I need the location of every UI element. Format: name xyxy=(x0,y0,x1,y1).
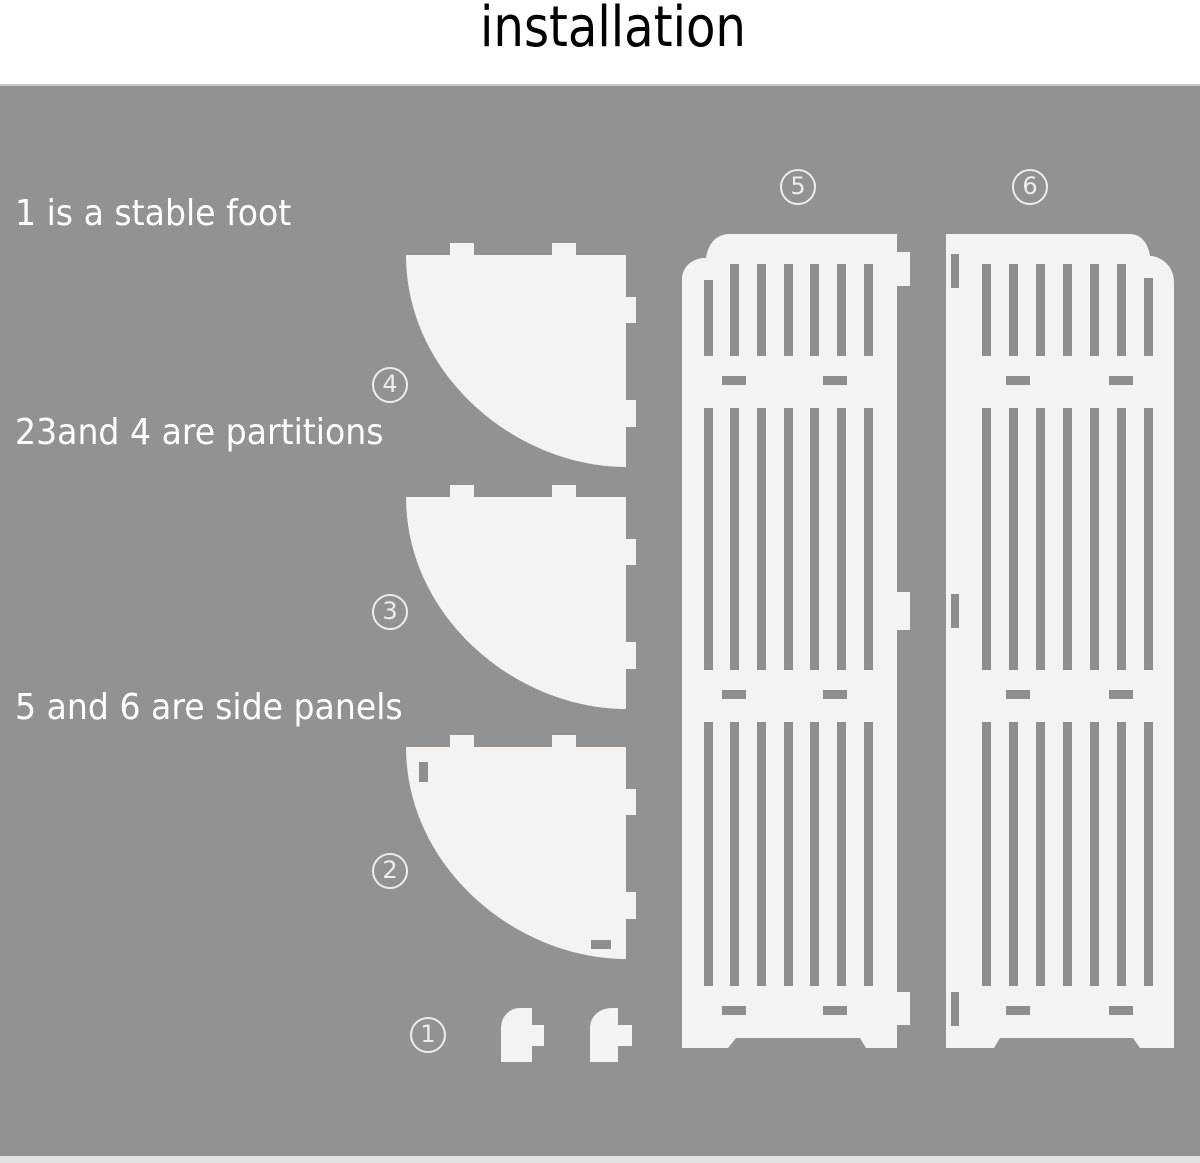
stable-foot-1 xyxy=(501,1008,544,1062)
partition-3 xyxy=(406,485,636,709)
partition-4 xyxy=(406,243,636,467)
part-number-6: 6 xyxy=(1012,169,1048,205)
stable-foot-2 xyxy=(590,1008,632,1062)
partition-2 xyxy=(406,735,636,959)
part-number-4: 4 xyxy=(372,367,408,403)
part-number-1: 1 xyxy=(410,1017,446,1053)
bottom-strip xyxy=(0,1156,1200,1163)
part-number-5: 5 xyxy=(780,169,816,205)
side-panel-5 xyxy=(682,234,910,1048)
page-title: installation xyxy=(480,0,746,60)
part-number-2: 2 xyxy=(372,853,408,889)
legend-side-panels: 5 and 6 are side panels xyxy=(15,687,403,728)
legend-partitions: 23and 4 are partitions xyxy=(15,412,384,453)
part-number-3: 3 xyxy=(372,594,408,630)
legend-foot: 1 is a stable foot xyxy=(15,193,292,234)
side-panel-6 xyxy=(946,234,1174,1048)
